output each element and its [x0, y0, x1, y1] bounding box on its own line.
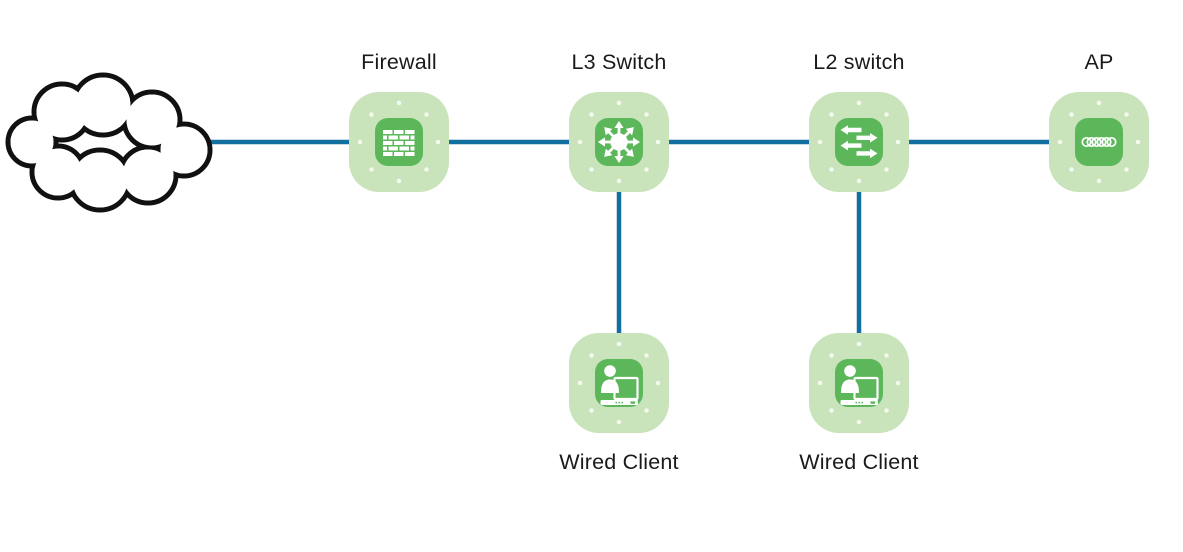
ap-node[interactable]: [1049, 92, 1149, 192]
internet-cloud-node[interactable]: [0, 70, 215, 215]
person-laptop-icon: [840, 365, 879, 405]
firewall-brick-icon: [383, 130, 415, 156]
l3-switch-node[interactable]: [569, 92, 669, 192]
wired-client-2-label: Wired Client: [799, 450, 919, 474]
l2-switch-node[interactable]: [809, 92, 909, 192]
access-point-coil-icon: [1081, 136, 1117, 148]
wired-client-1-label: Wired Client: [559, 450, 679, 474]
wired-client-2-node[interactable]: [809, 333, 909, 433]
cloud-icon: [5, 72, 213, 213]
l2-switch-arrows-icon: [840, 125, 878, 159]
l3-switch-label: L3 Switch: [571, 50, 667, 74]
wired-client-1-node[interactable]: [569, 333, 669, 433]
ap-label: AP: [1084, 50, 1114, 74]
l3-switch-arrows-icon: [598, 121, 640, 163]
l2-switch-label: L2 switch: [813, 50, 905, 74]
firewall-node[interactable]: [349, 92, 449, 192]
firewall-label: Firewall: [361, 50, 437, 74]
person-laptop-icon: [600, 365, 639, 405]
